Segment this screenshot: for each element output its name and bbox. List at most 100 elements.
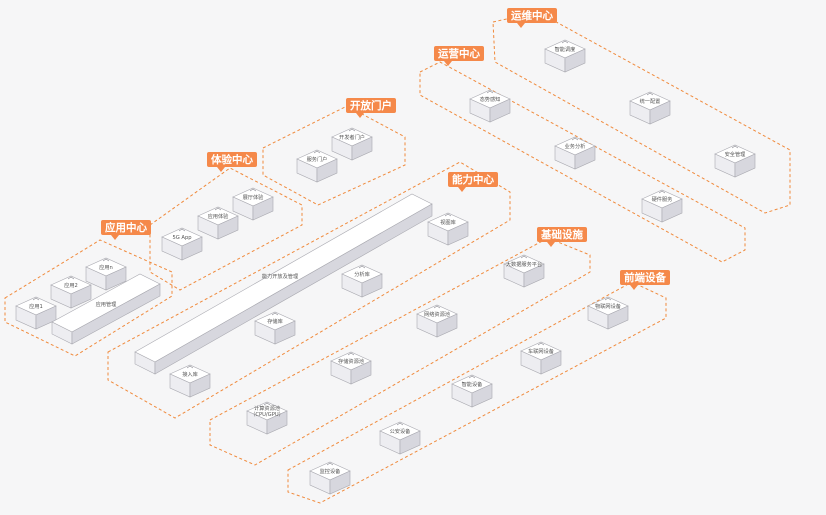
node-pin-icon	[658, 190, 666, 194]
node-label: 应用管理	[96, 300, 118, 308]
node-pin-icon	[571, 137, 579, 141]
node-cap-2[interactable]: 分析库	[341, 264, 383, 298]
node-run-1[interactable]: 业务分析	[554, 136, 596, 170]
node-label: 接入库	[182, 370, 198, 378]
node-infra-1[interactable]: 网络资源池	[416, 304, 458, 338]
node-label: 公安设备	[390, 427, 412, 435]
node-pin-icon	[67, 276, 75, 280]
zone-outline-open	[262, 105, 406, 206]
node-pin-icon	[102, 258, 110, 262]
node-label: 态势感知	[480, 95, 501, 103]
node-pin-icon	[32, 297, 40, 301]
node-app-1[interactable]: 应用2	[50, 275, 92, 309]
node-label: 安全管理	[725, 150, 747, 158]
node-pin-icon	[347, 352, 355, 356]
node-exp-1[interactable]: 应用体验	[197, 206, 239, 240]
node-label: 硬件服务	[652, 195, 673, 203]
node-app-0[interactable]: 应用1	[15, 296, 57, 330]
zone-tag-label: 体验中心	[211, 153, 253, 166]
node-ops-1[interactable]: 统一配置	[629, 91, 671, 125]
node-label: 计算资源池	[254, 404, 280, 412]
node-pin-icon	[348, 128, 356, 132]
node-pin-icon	[520, 255, 528, 259]
node-pin-icon	[186, 365, 194, 369]
node-run-2[interactable]: 硬件服务	[641, 189, 683, 223]
zone-tag-cap: 能力中心	[448, 172, 498, 192]
node-label: 展厅体验	[243, 193, 265, 201]
node-label: 视图库	[440, 218, 456, 226]
node-label: 存储库	[267, 317, 283, 325]
node-ops-2[interactable]: 安全管理	[714, 144, 756, 178]
node-label: 应用体验	[208, 212, 230, 220]
node-cap-1[interactable]: 视图库	[427, 212, 469, 246]
node-label: 智能设备	[462, 380, 484, 388]
node-label: 应用2	[64, 281, 78, 289]
zone-tag-label: 应用中心	[105, 221, 147, 234]
node-pin-icon	[604, 297, 612, 301]
node-label: 5G App	[172, 235, 192, 241]
node-open-0[interactable]: 服务门户	[296, 149, 338, 183]
node-pin-icon	[731, 145, 739, 149]
node-edge-2[interactable]: 智能设备	[451, 374, 493, 408]
zone-tag-infra: 基础设施	[537, 227, 587, 247]
node-label: 开发者门户	[339, 133, 365, 141]
node-edge-1[interactable]: 车联网设备	[520, 341, 562, 375]
node-label: 车联网设备	[528, 347, 555, 355]
zone-outline-exp	[149, 167, 303, 291]
node-pin-icon	[249, 188, 257, 192]
zone-tag-open: 开放门户	[346, 98, 396, 118]
node-pin-icon	[271, 312, 279, 316]
node-edge-4[interactable]: 监控设备	[309, 461, 351, 495]
node-ops-0[interactable]: 智能调度	[544, 39, 586, 73]
node-infra-2[interactable]: 存储资源池	[330, 351, 372, 385]
node-label: 应用n	[99, 263, 113, 271]
node-pin-icon	[468, 375, 476, 379]
node-cap-0[interactable]: 能力开放及管理	[134, 193, 433, 375]
zone-outline-run	[419, 61, 746, 263]
node-cap-4[interactable]: 接入库	[169, 364, 211, 398]
node-open-1[interactable]: 开发者门户	[331, 127, 373, 161]
node-exp-0[interactable]: 5G App	[161, 227, 203, 261]
node-label: 物联网设备	[595, 302, 622, 310]
zone-tag-label: 开放门户	[350, 99, 392, 112]
node-label: （CPU/GPU）	[250, 411, 284, 418]
zone-tag-app: 应用中心	[101, 220, 151, 240]
node-pin-icon	[326, 462, 334, 466]
node-pin-icon	[313, 150, 321, 154]
node-cap-3[interactable]: 存储库	[254, 311, 296, 345]
node-app-2[interactable]: 应用n	[85, 257, 127, 291]
zone-tag-ops: 运维中心	[507, 8, 557, 28]
zone-tag-label: 前端设备	[624, 271, 666, 284]
zone-outline-cap	[107, 161, 511, 419]
node-pin-icon	[178, 228, 186, 232]
zone-outline-app	[4, 239, 173, 357]
zone-outline-infra	[209, 237, 591, 466]
node-label: 监控设备	[320, 467, 342, 475]
node-exp-2[interactable]: 展厅体验	[232, 187, 274, 221]
node-edge-3[interactable]: 公安设备	[379, 421, 421, 455]
node-pin-icon	[561, 40, 569, 44]
node-infra-3[interactable]: 计算资源池（CPU/GPU）	[246, 401, 288, 435]
node-infra-0[interactable]: 大数据服务平台	[503, 254, 545, 288]
node-label: 应用1	[29, 302, 43, 310]
zone-tag-label: 基础设施	[540, 228, 583, 241]
zone-tag-label: 能力中心	[452, 173, 494, 186]
node-label: 网络资源池	[424, 310, 450, 318]
node-label: 服务门户	[307, 155, 328, 163]
node-edge-0[interactable]: 物联网设备	[587, 296, 629, 330]
node-label: 存储资源池	[338, 357, 364, 365]
node-label: 业务分析	[565, 142, 586, 150]
node-app-3[interactable]: 应用管理	[51, 273, 161, 345]
node-pin-icon	[396, 422, 404, 426]
node-label: 分析库	[354, 270, 370, 278]
node-pin-icon	[263, 402, 271, 406]
node-label: 能力开放及管理	[262, 272, 299, 280]
zone-tag-label: 运营中心	[438, 47, 480, 60]
node-pin-icon	[486, 90, 494, 94]
node-run-0[interactable]: 态势感知	[469, 89, 511, 123]
node-pin-icon	[537, 342, 545, 346]
node-pin-icon	[358, 265, 366, 269]
zone-tag-exp: 体验中心	[207, 152, 257, 172]
